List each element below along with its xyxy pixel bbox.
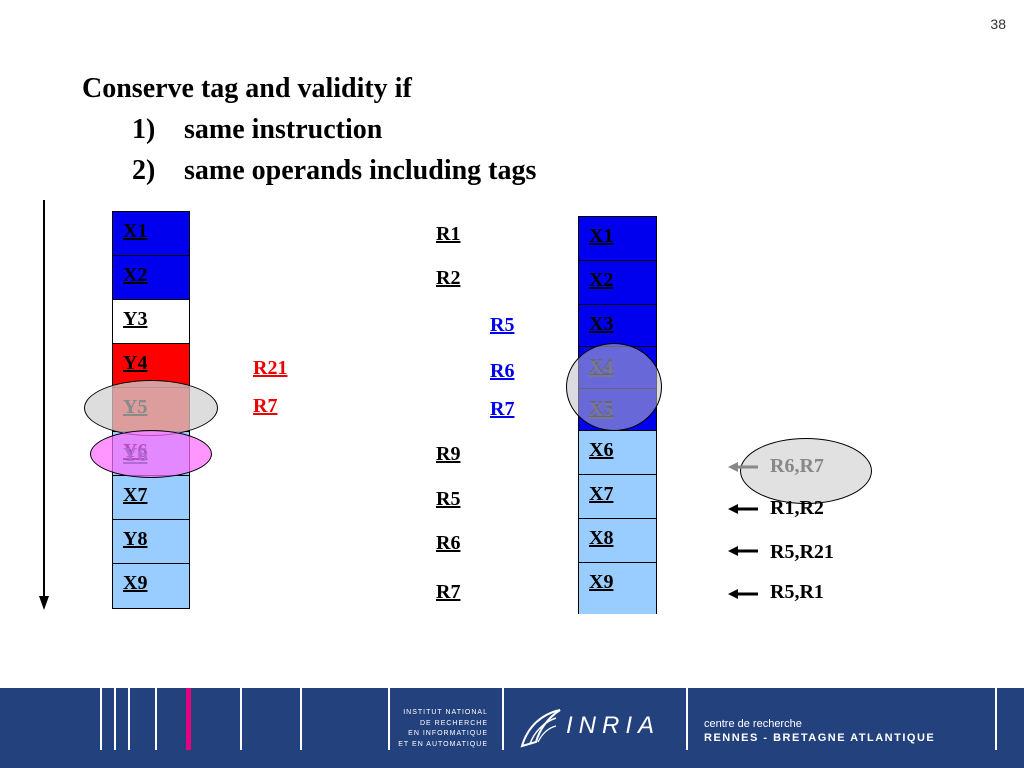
left-cell-x2: X2	[112, 255, 190, 301]
slide-title: Conserve tag and validity if 1) same inst…	[82, 68, 536, 191]
left-oval-pink	[90, 430, 212, 478]
arrow-left-icon	[728, 504, 758, 514]
arrow-left-icon	[728, 589, 758, 599]
title-item-2-num: 2)	[132, 155, 156, 186]
time-arrow	[39, 200, 49, 610]
blue-label-r6: R6	[490, 360, 515, 382]
red-label-r7: R7	[253, 395, 278, 417]
mid-label-r1: R1	[436, 223, 461, 245]
left-cell-x7: X7	[112, 475, 190, 521]
arrow-left-icon	[728, 546, 758, 556]
right-label-x5: X5	[589, 399, 614, 421]
inria-logo-icon	[520, 709, 561, 748]
centre-line-2: RENNES - BRETAGNE ATLANTIQUE	[704, 732, 936, 744]
title-item-2: 2) same operands including tags	[82, 150, 536, 191]
red-label-r21: R21	[253, 357, 288, 379]
right-cell-x2: X2	[578, 260, 657, 306]
left-cell-x9: X9	[112, 563, 190, 609]
left-cell-y3: Y3	[112, 299, 190, 345]
inria-logo-text: INRIA	[566, 712, 661, 739]
title-item-1-text: same instruction	[184, 114, 383, 145]
left-cell-x1: X1	[112, 211, 190, 257]
right-cell-x6: X6	[578, 430, 657, 476]
title-item-1-num: 1)	[132, 114, 156, 145]
arrow-label-r5r21: R5,R21	[770, 541, 834, 563]
blue-label-r7: R7	[490, 398, 515, 420]
right-cell-x9: X9	[578, 562, 657, 614]
arrow-left-icon	[728, 462, 758, 472]
arrow-label-r1r2: R1,R2	[770, 497, 824, 519]
mid-label-r7: R7	[436, 581, 461, 603]
title-item-1: 1) same instruction	[82, 109, 536, 150]
right-cell-x8: X8	[578, 518, 657, 564]
left-oval-grey	[84, 380, 218, 436]
arrow-oval-grey	[740, 438, 872, 504]
mid-label-r5: R5	[436, 488, 461, 510]
footer-bar: INSTITUT NATIONAL DE RECHERCHE EN INFORM…	[0, 688, 1024, 768]
mid-label-r2: R2	[436, 267, 461, 289]
mid-label-r6: R6	[436, 532, 461, 554]
arrow-label-r5r1: R5,R1	[770, 581, 824, 603]
blue-label-r5: R5	[490, 314, 515, 336]
right-oval-grey	[566, 343, 662, 431]
institute-name: INSTITUT NATIONAL DE RECHERCHE EN INFORM…	[398, 709, 488, 748]
title-heading: Conserve tag and validity if	[82, 73, 412, 104]
title-item-2-text: same operands including tags	[184, 155, 537, 186]
accent-stripe	[186, 688, 191, 750]
right-cell-x3: X3	[578, 304, 657, 348]
arrow-label-r6r7: R6,R7	[770, 455, 824, 477]
right-cell-x1: X1	[578, 216, 657, 262]
right-cell-x7: X7	[578, 474, 657, 520]
left-label-y5: Y5	[123, 396, 148, 418]
left-cell-y8: Y8	[112, 519, 190, 565]
centre-line-1: centre de recherche	[704, 718, 802, 730]
left-label-y6: Y6	[123, 444, 148, 466]
right-label-x4: X4	[589, 357, 614, 379]
slide-number: 38	[990, 16, 1006, 32]
mid-label-r9: R9	[436, 443, 461, 465]
